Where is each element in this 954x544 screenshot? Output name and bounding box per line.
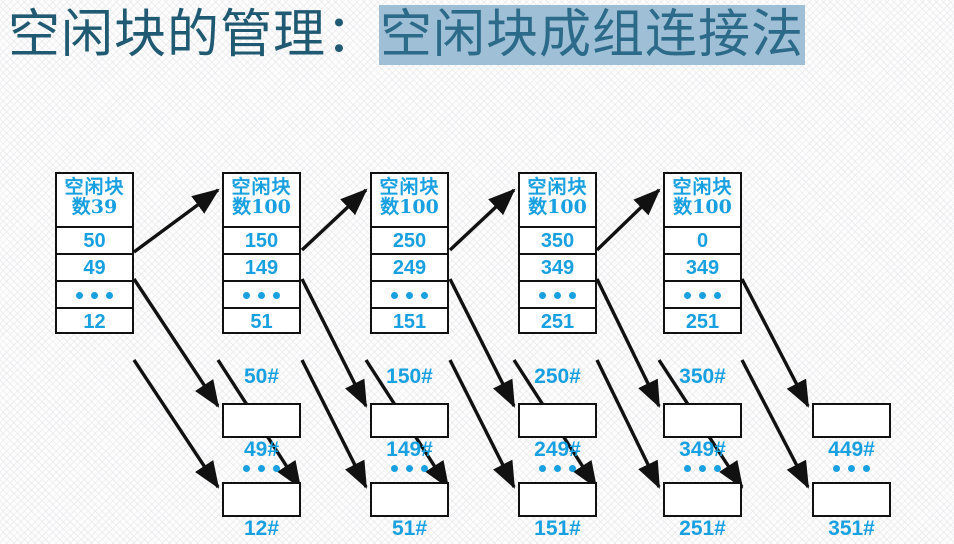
group-column-3-header: 空闲块 数100 [370, 172, 449, 226]
group-column-1-entry-3: 12 [55, 307, 134, 334]
group-column-3-entry-3: 151 [370, 307, 449, 334]
group-column-1-header: 空闲块 数39 [55, 172, 134, 226]
group-column-2-entry-0: 150 [222, 226, 301, 253]
free-block-3-bottom-label: 151# [534, 517, 581, 540]
group-column-1: 空闲块 数39 50 49 12 [55, 172, 134, 334]
group-column-4: 空闲块 数100 350 349 251 [518, 172, 597, 334]
free-block-5-bottom-label: 351# [828, 517, 875, 540]
free-block-3-top-label: 249# [534, 438, 581, 461]
arrow-col4-to-fb4-bottom [595, 359, 661, 489]
group-column-3-header-line2: 数100 [380, 195, 439, 218]
arrow-col1-to-col2 [132, 188, 220, 254]
free-block-1-top-label: 49# [243, 438, 280, 461]
free-block-5-ellipsis [812, 465, 891, 472]
group-column-2-header-line2: 数100 [232, 195, 291, 218]
free-block-2-ellipsis [370, 465, 449, 472]
group-column-1-header-line2: 数39 [71, 195, 118, 218]
arrow-col3-to-fb3-bottom [448, 359, 516, 489]
group-column-3-ellipsis [370, 280, 449, 307]
free-block-5-bottom [812, 482, 891, 517]
free-block-4-ellipsis [663, 465, 742, 472]
free-block-4-top-label: 349# [679, 438, 726, 461]
group-column-1-ellipsis [55, 280, 134, 307]
free-block-5-top [812, 403, 891, 438]
group-column-3: 空闲块 数100 250 249 151 [370, 172, 449, 334]
group-column-5-entry-0: 0 [663, 226, 742, 253]
group-column-4-entry-0: 350 [518, 226, 597, 253]
group-column-2-entry-3: 51 [222, 307, 301, 334]
arrow-col1-to-fb1-top [132, 278, 220, 408]
group-column-2-caption: 50# [243, 365, 280, 388]
group-column-5: 空闲块 数100 0 349 251 [663, 172, 742, 334]
group-column-4-caption: 250# [534, 365, 581, 388]
group-column-1-entry-1: 49 [55, 253, 134, 280]
arrow-col3-to-fb3-top [448, 278, 516, 408]
arrow-col3-to-col4 [448, 188, 516, 252]
arrow-col2-to-fb2-top [300, 278, 368, 408]
group-column-2-header: 空闲块 数100 [222, 172, 301, 226]
arrow-col4-to-col5 [595, 188, 661, 252]
group-column-3-entry-1: 249 [370, 253, 449, 280]
group-column-4-header-line1: 空闲块 [527, 176, 588, 198]
free-block-3-top [518, 403, 597, 438]
group-column-4-ellipsis [518, 280, 597, 307]
free-block-4-bottom-label: 251# [679, 517, 726, 540]
arrow-col4-to-fb4-top [595, 278, 661, 408]
group-column-1-entry-0: 50 [55, 226, 134, 253]
page-title: 空闲块的管理：空闲块成组连接法 [8, 0, 806, 72]
group-column-5-entry-3: 251 [663, 307, 742, 334]
page-title-plain: 空闲块的管理： [8, 5, 380, 65]
free-block-2-top-label: 149# [386, 438, 433, 461]
group-column-4-header: 空闲块 数100 [518, 172, 597, 226]
group-column-3-caption: 150# [386, 365, 433, 388]
arrow-col5-to-fb5-top [740, 278, 810, 408]
group-column-2: 空闲块 数100 150 149 51 [222, 172, 301, 334]
group-column-5-ellipsis [663, 280, 742, 307]
free-block-4-bottom [663, 482, 742, 517]
group-column-2-entry-1: 149 [222, 253, 301, 280]
group-column-4-entry-1: 349 [518, 253, 597, 280]
group-column-5-entry-1: 349 [663, 253, 742, 280]
page-title-highlight: 空闲块成组连接法 [379, 5, 806, 65]
group-column-5-header: 空闲块 数100 [663, 172, 742, 226]
group-column-4-entry-3: 251 [518, 307, 597, 334]
free-block-5-top-label: 449# [828, 438, 875, 461]
group-column-3-entry-0: 250 [370, 226, 449, 253]
free-block-1-bottom [222, 482, 301, 517]
free-block-2-bottom [370, 482, 449, 517]
group-column-4-header-line2: 数100 [528, 195, 587, 218]
arrow-col2-to-fb2-bottom [300, 359, 368, 489]
group-column-1-header-line1: 空闲块 [64, 176, 125, 198]
free-block-1-top [222, 403, 301, 438]
arrow-col5-to-fb5-bottom [740, 359, 810, 489]
free-block-3-ellipsis [518, 465, 597, 472]
group-column-5-caption: 350# [679, 365, 726, 388]
group-column-3-header-line1: 空闲块 [379, 176, 440, 198]
free-block-4-top [663, 403, 742, 438]
free-block-1-bottom-label: 12# [243, 517, 280, 540]
group-column-2-header-line1: 空闲块 [231, 176, 292, 198]
free-block-3-bottom [518, 482, 597, 517]
arrow-col1-to-fb1-bottom [132, 359, 220, 489]
group-column-2-ellipsis [222, 280, 301, 307]
free-block-2-top [370, 403, 449, 438]
group-column-5-header-line1: 空闲块 [672, 176, 733, 198]
free-block-1-ellipsis [222, 465, 301, 472]
free-block-2-bottom-label: 51# [391, 517, 428, 540]
arrow-col2-to-col3 [300, 188, 368, 252]
group-column-5-header-line2: 数100 [673, 195, 732, 218]
